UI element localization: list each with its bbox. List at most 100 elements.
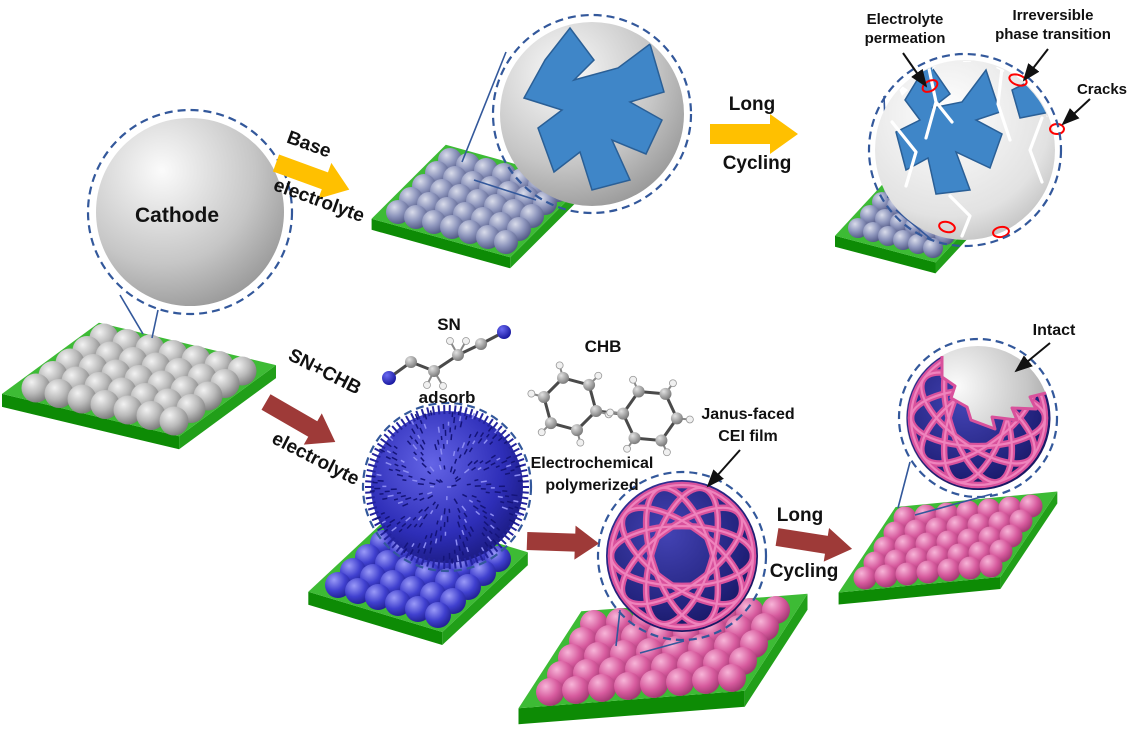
spike <box>381 520 386 524</box>
spike <box>486 433 490 438</box>
spike <box>468 531 472 537</box>
spike <box>463 407 468 417</box>
intact-pointer <box>1014 342 1051 373</box>
spike <box>458 406 463 416</box>
spike <box>461 505 467 512</box>
spike <box>382 497 388 501</box>
mesh-line <box>609 483 755 629</box>
spike <box>385 456 391 460</box>
intact-label: Intact <box>1033 322 1076 339</box>
spike <box>418 508 423 514</box>
particle <box>405 596 431 622</box>
spike <box>502 433 511 441</box>
h-atom <box>594 371 603 380</box>
spike <box>420 456 425 462</box>
cathode-label: Cathode <box>135 204 219 227</box>
spike <box>519 491 529 494</box>
n-atom <box>382 371 396 385</box>
spike <box>472 505 479 510</box>
spike <box>494 533 500 539</box>
janus-label-line2: CEI film <box>718 428 778 445</box>
spike <box>406 440 412 446</box>
particle <box>979 554 1003 578</box>
spike <box>423 548 427 554</box>
spike <box>469 526 475 533</box>
spike <box>434 538 438 544</box>
spike <box>515 511 525 516</box>
spike <box>423 513 428 520</box>
spike <box>486 546 494 556</box>
damage-marker <box>1008 73 1028 87</box>
electrolyte-permeation-label-line2: permeation <box>865 30 946 47</box>
spike <box>420 408 426 418</box>
spike <box>419 497 425 502</box>
spike <box>388 436 394 442</box>
leader-line <box>151 309 159 339</box>
spike <box>376 442 386 450</box>
spike <box>508 519 515 524</box>
platform-front-face <box>838 577 1001 605</box>
spike <box>482 549 489 559</box>
cathode-sphere <box>96 118 284 306</box>
c-atom <box>655 434 668 447</box>
spike <box>482 509 488 514</box>
spike <box>437 559 441 569</box>
spike <box>369 511 379 516</box>
spike <box>394 463 399 467</box>
spike <box>417 434 421 439</box>
spike <box>423 423 427 429</box>
spike <box>374 520 384 527</box>
spike <box>518 468 528 473</box>
spike <box>496 527 501 531</box>
spike <box>371 452 381 459</box>
particle <box>666 668 694 696</box>
spike <box>401 464 407 469</box>
spike <box>417 549 421 554</box>
cei-mesh-sphere-magnified <box>596 470 768 642</box>
sn-sphere-dashed-outline <box>361 401 533 573</box>
spike <box>452 469 456 475</box>
intact-sphere-magnified <box>897 337 1059 499</box>
spike <box>482 526 488 532</box>
spike <box>383 528 389 533</box>
spike <box>491 543 499 553</box>
spike <box>383 433 392 441</box>
spike <box>506 455 512 460</box>
spike <box>436 520 439 525</box>
spike <box>467 460 473 467</box>
particle <box>958 556 982 580</box>
spike <box>474 478 479 482</box>
spike <box>474 431 479 438</box>
particle <box>365 584 391 610</box>
spike <box>406 523 412 529</box>
spike <box>395 468 401 472</box>
spike <box>463 524 467 531</box>
snchb-electrolyte-arrow <box>261 394 336 445</box>
particle <box>640 670 668 698</box>
n-atom <box>497 325 511 339</box>
cathode-sphere-magnified <box>86 108 294 316</box>
spike <box>412 444 418 450</box>
spike <box>391 526 397 532</box>
c-atom <box>617 407 630 420</box>
spike <box>413 523 418 528</box>
spike <box>403 542 409 549</box>
h-atom <box>446 337 454 345</box>
spike <box>376 473 382 477</box>
spike <box>513 499 519 503</box>
janus-label-line1: Janus-faced <box>701 406 794 423</box>
leader-line <box>473 179 537 201</box>
h-atom <box>527 389 536 398</box>
platform-front-face <box>835 235 936 274</box>
spike <box>513 452 523 459</box>
crack-line <box>1028 116 1044 184</box>
particle <box>875 209 895 229</box>
c-atom <box>428 365 440 377</box>
particle <box>692 666 720 694</box>
spike <box>479 504 486 509</box>
spike <box>417 542 421 549</box>
crack-line <box>948 194 972 238</box>
spike <box>461 442 466 449</box>
spike <box>420 451 424 456</box>
h-atom <box>537 428 546 437</box>
